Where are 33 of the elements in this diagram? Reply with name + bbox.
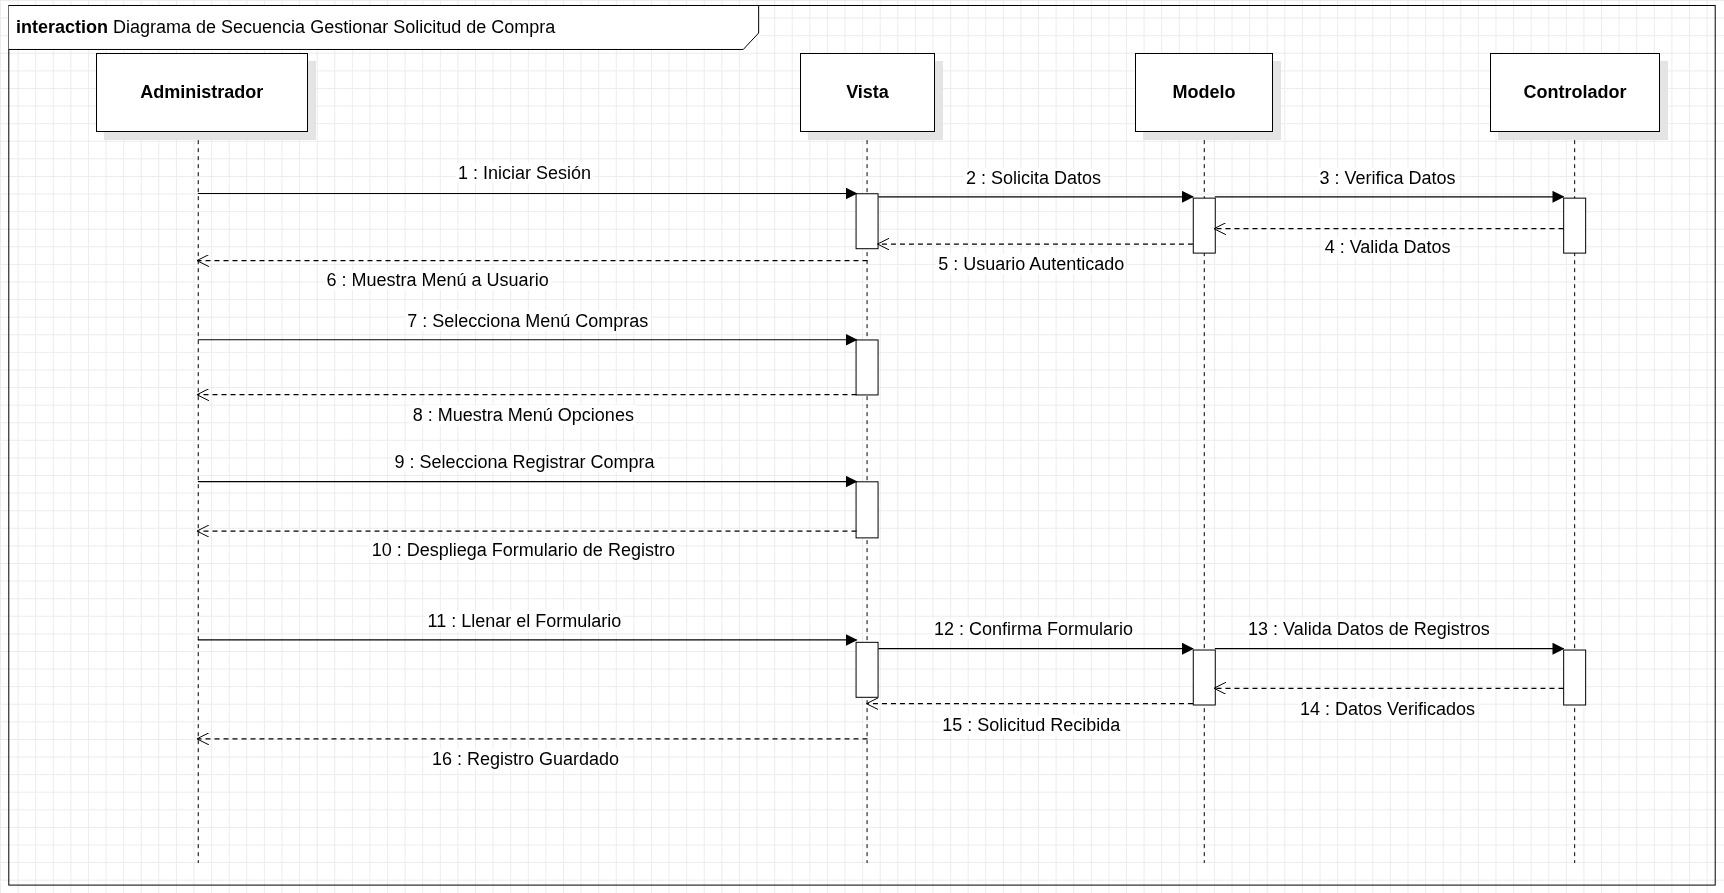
message-label: 4 : Valida Datos [1322, 237, 1453, 258]
dashed-arrow [877, 237, 1194, 251]
arrow [197, 333, 858, 346]
arrow [877, 190, 1194, 203]
message-label: 12 : Confirma Formulario [932, 618, 1136, 639]
arrow [1214, 190, 1565, 203]
message-label: 2 : Solicita Datos [964, 168, 1104, 189]
message-label: 6 : Muestra Menú a Usuario [324, 270, 551, 291]
dashed-arrow [196, 388, 858, 402]
message-label: 3 : Verifica Datos [1317, 168, 1458, 189]
message-label: 7 : Selecciona Menú Compras [405, 311, 651, 332]
arrow [197, 475, 858, 488]
message-label: 8 : Muestra Menú Opciones [410, 404, 636, 425]
dashed-arrow [196, 254, 869, 268]
message-label: 15 : Solicitud Recibida [940, 714, 1123, 735]
message-label: 9 : Selecciona Registrar Compra [392, 451, 657, 472]
dashed-arrow [196, 524, 858, 538]
message-label: 10 : Despliega Formulario de Registro [369, 539, 677, 560]
arrow [1214, 642, 1565, 655]
arrow [877, 642, 1194, 655]
message-label: 1 : Iniciar Sesión [455, 162, 593, 183]
message-label: 5 : Usuario Autenticado [936, 253, 1127, 274]
arrow [197, 187, 858, 200]
arrow [197, 633, 858, 646]
message-label: 13 : Valida Datos de Registros [1245, 618, 1492, 639]
dashed-arrow [1213, 222, 1565, 236]
dashed-arrow [196, 732, 869, 746]
message-label: 16 : Registro Guardado [430, 748, 622, 769]
message-label: 14 : Datos Verificados [1298, 699, 1478, 720]
message-label: 11 : Llenar el Formulario [425, 611, 624, 632]
dashed-arrow [1213, 681, 1565, 695]
frame-title: interaction Diagrama de Secuencia Gestionar Solicitud de Compra [16, 17, 556, 38]
dashed-arrow [866, 697, 1194, 711]
